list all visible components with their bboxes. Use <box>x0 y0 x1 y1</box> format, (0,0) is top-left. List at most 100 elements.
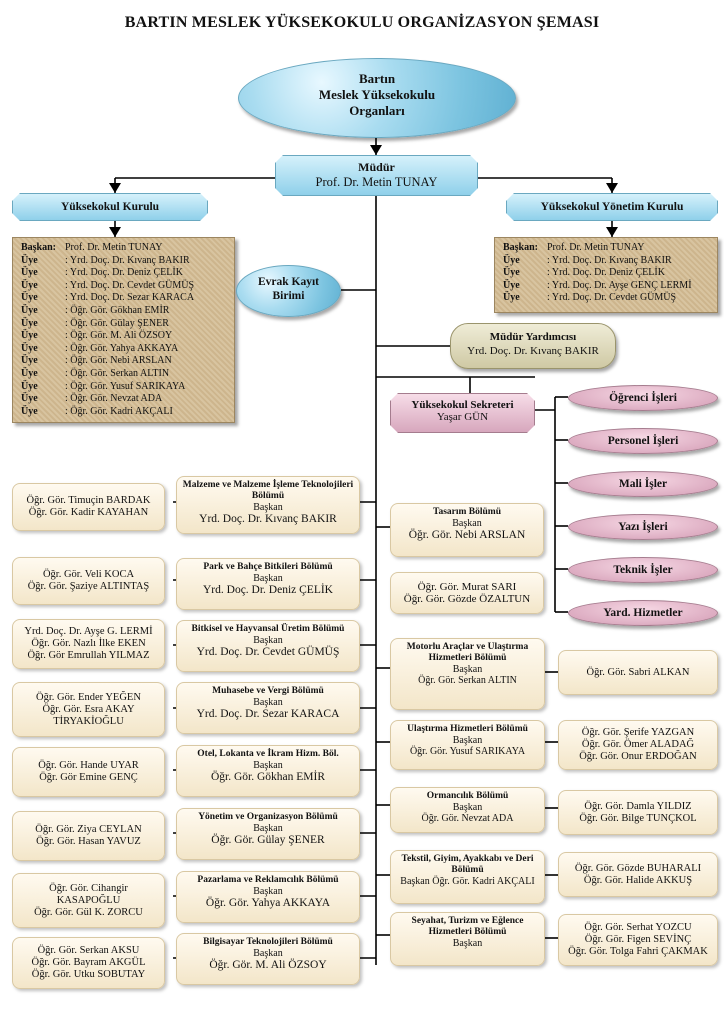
member-name: : Yrd. Doç. Dr. Kıvanç BAKIR <box>547 254 672 266</box>
staff-member: Öğr. Gör. Şaziye ALTINTAŞ <box>27 581 150 592</box>
service-4: Yazı İşleri <box>568 514 718 540</box>
staff-member: TİRYAKİOĞLU <box>53 715 124 727</box>
member-role: Üye <box>21 267 38 279</box>
staff-member: Öğr. Gör. Kadir KAYAHAN <box>28 507 149 518</box>
evrak-line-1: Evrak Kayıt <box>257 276 319 288</box>
dept-head: Yrd. Doç. Dr. Cevdet GÜMÜŞ <box>196 646 340 658</box>
dept-head: Öğr. Gör. Nebi ARSLAN <box>408 529 526 541</box>
dept-name: Ulaştırma Hizmetleri Bölümü <box>407 724 528 734</box>
dept-head: Öğr. Gör. Gülay ŞENER <box>211 834 325 846</box>
member-role: Üye <box>503 292 520 304</box>
member-row: Üye: Yrd. Doç. Dr. Deniz ÇELİK <box>503 267 709 280</box>
service-label: Öğrenci İşleri <box>609 392 677 404</box>
staff-member: Öğr. Gör. Ender YEĞEN <box>36 691 141 703</box>
staff-member: Öğr. Gör. Murat SARI <box>417 581 517 593</box>
staff-member: Öğr. Gör Emine GENÇ <box>39 772 138 783</box>
member-name: : Yrd. Doç. Dr. Ayşe GENÇ LERMİ <box>547 279 692 291</box>
dept-name: Otel, Lokanta ve İkram Hizm. Böl. <box>197 749 339 759</box>
dept-head: Yrd. Doç. Dr. Deniz ÇELİK <box>203 584 333 596</box>
yonetim-kurulu-label: Yüksekokul Yönetim Kurulu <box>540 201 684 213</box>
mudur-title: Müdür <box>358 160 395 174</box>
member-role: Üye <box>21 405 38 417</box>
dept-role: Başkan <box>253 573 283 584</box>
dept-head: Yrd. Doç. Dr. Kıvanç BAKIR <box>199 513 337 525</box>
member-role: Üye <box>21 342 38 354</box>
dept-tasarim: Tasarım Bölümü Başkan Öğr. Gör. Nebi ARS… <box>390 503 544 557</box>
yonetim-kurulu-box: Yüksekokul Yönetim Kurulu <box>506 193 718 221</box>
organs-ellipse: Bartın Meslek Yüksekokulu Organları <box>238 58 516 138</box>
staff-member: Öğr. Gör. Onur ERDOĞAN <box>579 751 697 762</box>
dept-name: Tasarım Bölümü <box>432 507 501 517</box>
dept-name: Park ve Bahçe Bitkileri Bölümü <box>203 562 333 572</box>
service-6: Yard. Hizmetler <box>568 600 718 626</box>
member-role: Üye <box>503 254 520 266</box>
dept-name: Bitkisel ve Hayvansal Üretim Bölümü <box>191 624 345 634</box>
member-row: Başkan:Prof. Dr. Metin TUNAY <box>503 242 709 255</box>
staff-member: Öğr. Gör. Figen SEVİNÇ <box>584 934 692 945</box>
service-1: Öğrenci İşleri <box>568 385 718 411</box>
staff-member: Öğr. Gör. Gül K. ZORCU <box>34 906 143 918</box>
dept-head: Öğr. Gör. Gökhan EMİR <box>210 771 326 783</box>
dept-name: Pazarlama ve Reklamcılık Bölümü <box>197 875 339 885</box>
member-row: Üye: Yrd. Doç. Dr. Kıvanç BAKIR <box>21 255 226 268</box>
member-role: Üye <box>21 292 38 304</box>
dept-role: Başkan <box>253 635 283 646</box>
member-name: : Yrd. Doç. Dr. Deniz ÇELİK <box>547 267 665 279</box>
member-row: Üye: Öğr. Gör. Serkan ALTIN <box>21 368 226 381</box>
member-role: Üye <box>21 304 38 316</box>
staff-member: KASAPOĞLU <box>56 894 121 906</box>
member-role: Üye <box>21 317 38 329</box>
staff-member: Öğr. Gör. Gözde ÖZALTUN <box>403 593 531 605</box>
dept-box: Motorlu Araçlar ve Ulaştırma Hizmetleri … <box>390 638 545 710</box>
staff-member: Öğr. Gör. Bayram AKGÜL <box>31 957 146 968</box>
member-row: Üye : Yrd. Doç. Dr. Deniz ÇELİK <box>21 267 226 280</box>
dept-role: Başkan Öğr. Gör. Kadri AKÇALI <box>400 876 535 887</box>
evrak-line-2: Birimi <box>272 290 305 302</box>
staff-member: Öğr. Gör. Serkan AKSU <box>37 945 140 956</box>
staff-member: Yrd. Doç. Dr. Ayşe G. LERMİ <box>24 626 153 637</box>
member-name: : Yrd. Doç. Dr. Cevdet GÜMÜŞ <box>65 279 195 291</box>
member-name: : Öğr. Gör. Kadri AKÇALI <box>65 405 173 417</box>
member-role: Üye <box>21 355 38 367</box>
staff-member: Öğr. Gör. Sabri ALKAN <box>586 666 690 678</box>
dept-role: Başkan <box>452 664 483 675</box>
yuksekokul-kurulu-box: Yüksekokul Kurulu <box>12 193 208 221</box>
member-name: Prof. Dr. Metin TUNAY <box>65 242 163 253</box>
member-name: : Yrd. Doç. Dr. Deniz ÇELİK <box>65 267 183 279</box>
staff-member: Öğr. Gör. Timuçin BARDAK <box>26 495 151 506</box>
staff-box: Öğr. Gör. Sabri ALKAN <box>558 650 718 695</box>
dept-role: Başkan <box>452 518 482 529</box>
dept-name: Seyahat, Turizm ve Eğlence Hizmetleri Bö… <box>411 916 524 937</box>
service-label: Personel İşleri <box>607 435 679 447</box>
dept-box: Seyahat, Turizm ve Eğlence Hizmetleri Bö… <box>390 912 545 966</box>
staff-member: Öğr. Gör. Veli KOCA <box>42 569 135 580</box>
member-row: Başkan: Prof. Dr. Metin TUNAY <box>21 242 226 255</box>
member-role: Başkan: <box>21 242 57 253</box>
page-title: BARTIN MESLEK YÜKSEKOKULU ORGANİZASYON Ş… <box>124 14 600 31</box>
staff-member: Öğr. Gör. Tolga Fahri ÇAKMAK <box>568 946 708 957</box>
dept-role: Başkan <box>253 697 283 708</box>
member-name: : Öğr. Gör. M. Ali ÖZSOY <box>65 330 173 342</box>
organs-line-2: Meslek Yüksekokulu <box>318 87 436 102</box>
dept-name: Muhasebe ve Vergi Bölümü <box>212 686 324 696</box>
member-name: : Öğr. Gör. Yahya AKKAYA <box>65 342 179 354</box>
service-label: Yard. Hizmetler <box>603 607 683 619</box>
